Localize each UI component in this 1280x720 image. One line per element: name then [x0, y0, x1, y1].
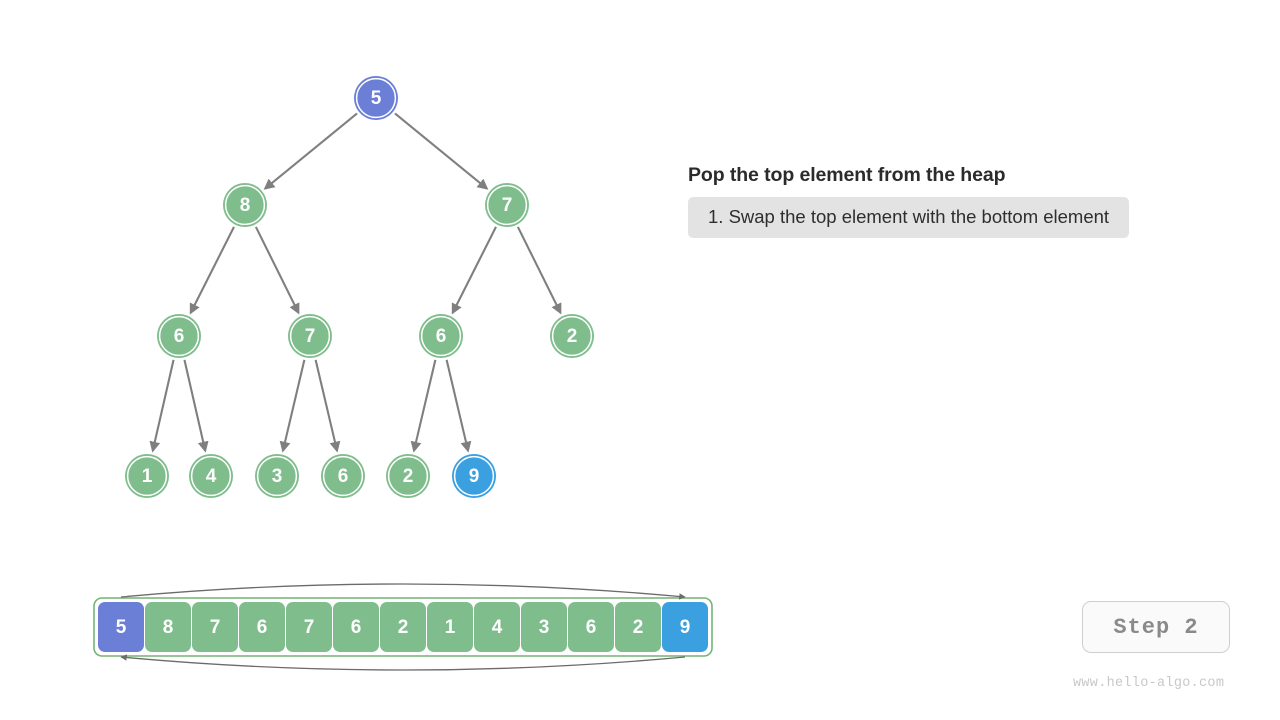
array-cell[interactable]: 6	[333, 602, 379, 652]
array-cell[interactable]: 2	[380, 602, 426, 652]
tree-edge	[410, 359, 437, 453]
tree-edge	[451, 226, 497, 315]
array-cell[interactable]: 8	[145, 602, 191, 652]
tree-nodes: 5 8 7 6 7 6 2 1 4 3 6 2 9	[125, 76, 594, 498]
array-cell-value: 3	[539, 617, 550, 638]
array-cell-value: 8	[163, 617, 174, 638]
array-cell[interactable]: 3	[521, 602, 567, 652]
array-cell-value: 2	[633, 617, 644, 638]
array-cell[interactable]: 5	[98, 602, 144, 652]
array-frame	[93, 597, 713, 657]
array-cell-value: 4	[492, 617, 503, 638]
array-cell[interactable]: 9	[662, 602, 708, 652]
array-cell[interactable]: 6	[568, 602, 614, 652]
tree-edge	[516, 226, 562, 315]
tree-node[interactable]: 7	[288, 314, 332, 358]
caption-step-1: 1. Swap the top element with the bottom …	[688, 197, 1130, 238]
array-cell[interactable]: 7	[286, 602, 332, 652]
tree-node[interactable]: 2	[550, 314, 594, 358]
tree-node[interactable]: 1	[125, 454, 169, 498]
array-cell-value: 7	[304, 617, 315, 638]
array-cell[interactable]: 6	[239, 602, 285, 652]
tree-edge	[183, 359, 209, 453]
tree-edge	[263, 112, 358, 190]
tree-node-value: 9	[469, 466, 480, 487]
step-badge: Step 2	[1082, 601, 1230, 653]
tree-node-value: 6	[174, 326, 185, 347]
tree-node[interactable]: 6	[419, 314, 463, 358]
tree-node[interactable]: 6	[157, 314, 201, 358]
array-cell-value: 6	[257, 617, 268, 638]
array-cell-value: 6	[586, 617, 597, 638]
swap-arc-group	[120, 583, 686, 671]
tree-node-value: 6	[436, 326, 447, 347]
tree-edge	[394, 112, 489, 190]
array-cell[interactable]: 1	[427, 602, 473, 652]
tree-node[interactable]: 4	[189, 454, 233, 498]
watermark: www.hello-algo.com	[1073, 676, 1225, 691]
tree-node-value: 5	[371, 88, 382, 109]
array-cell-value: 2	[398, 617, 409, 638]
tree-node[interactable]: 8	[223, 183, 267, 227]
array-cell[interactable]: 7	[192, 602, 238, 652]
tree-node[interactable]: 3	[255, 454, 299, 498]
tree-node[interactable]: 6	[321, 454, 365, 498]
tree-edge	[189, 226, 235, 315]
tree-node-value: 2	[403, 466, 414, 487]
caption-step-list: 1. Swap the top element with the bottom …	[688, 197, 1248, 238]
tree-node-value: 6	[338, 466, 349, 487]
tree-node-value: 7	[502, 195, 513, 216]
tree-node[interactable]: 2	[386, 454, 430, 498]
array-cell-value: 9	[680, 617, 691, 638]
swap-arc-top	[120, 583, 686, 600]
tree-node-value: 2	[567, 326, 578, 347]
array-cell[interactable]: 4	[474, 602, 520, 652]
tree-node-value: 7	[305, 326, 316, 347]
tree-node[interactable]: 9	[452, 454, 496, 498]
tree-node-value: 8	[240, 195, 251, 216]
tree-edge	[279, 359, 306, 453]
tree-edge	[149, 359, 175, 453]
tree-edge	[445, 359, 472, 453]
tree-node[interactable]: 5	[354, 76, 398, 120]
tree-node[interactable]: 7	[485, 183, 529, 227]
caption-panel: Pop the top element from the heap 1. Swa…	[688, 164, 1248, 238]
array-cell-value: 6	[351, 617, 362, 638]
tree-node-value: 1	[142, 466, 153, 487]
array-cell-value: 1	[445, 617, 456, 638]
tree-edges	[149, 112, 562, 453]
tree-edge	[314, 359, 341, 453]
swap-arc-bottom	[120, 654, 686, 671]
array-cell[interactable]: 2	[615, 602, 661, 652]
array-cell-value: 5	[116, 617, 127, 638]
tree-edge	[254, 226, 300, 315]
array-cell-value: 7	[210, 617, 221, 638]
step-badge-label: Step 2	[1113, 614, 1199, 640]
caption-title: Pop the top element from the heap	[688, 164, 1006, 186]
array-representation: 5 8 7 6 7 6 2 1 4 3 6 2 9	[93, 597, 713, 657]
tree-node-value: 3	[272, 466, 283, 487]
tree-node-value: 4	[206, 466, 217, 487]
